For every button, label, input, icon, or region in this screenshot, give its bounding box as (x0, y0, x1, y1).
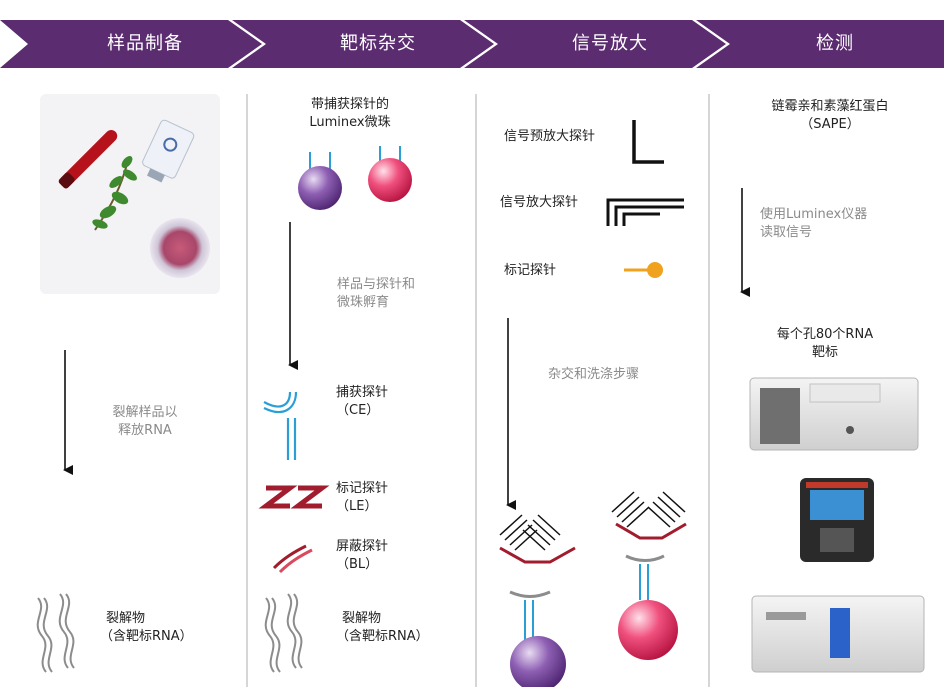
arrow-label-lyse: 裂解样品以释放RNA (112, 405, 178, 438)
cell-culture-dish-icon (150, 218, 210, 278)
sample-collage (40, 94, 220, 294)
step-chevron-1 (0, 20, 262, 68)
luminex-instrument-icon-1 (749, 377, 919, 451)
luminex-instrument-icon-2 (800, 478, 874, 562)
amplifier-probe-icon (606, 198, 684, 226)
blocking-probe-icon (272, 544, 313, 574)
sape-label: 链霉亲和素藻红蛋白（SAPE） (771, 99, 889, 132)
bead-purple-with-capture-probe (298, 152, 342, 210)
luminex-instrument-icon-3 (751, 595, 925, 673)
blocking-probe-label: 屏蔽探针（BL） (336, 539, 389, 572)
step-banner (0, 20, 944, 68)
step-label-2: 靶标杂交 (340, 33, 416, 54)
blood-tube-icon (58, 129, 118, 189)
label-extender-label: 标记探针（LE） (336, 481, 389, 514)
assembled-complex-pink (611, 491, 687, 660)
lysate-label-col2: 裂解物（含靶标RNA） (336, 611, 429, 644)
leaf-sprig-icon (92, 156, 137, 231)
label-probe-label: 标记探针 (504, 263, 557, 278)
arrow-label-read: 使用Luminex仪器读取信号 (760, 207, 868, 240)
capture-probe-icon (263, 391, 298, 460)
lysate-rna-icon-2 (264, 593, 303, 673)
step-chevron-3 (464, 20, 726, 68)
arrow-label-incubate: 样品与探针和微珠孵育 (337, 277, 416, 310)
lysate-rna-icon (36, 593, 75, 673)
amplifier-label: 信号放大探针 (500, 195, 579, 210)
pre-amplifier-label: 信号预放大探针 (504, 129, 596, 144)
step-label-4: 检测 (816, 33, 854, 54)
step-label-1: 样品制备 (107, 33, 183, 54)
label-probe-icon (624, 262, 663, 278)
label-extender-icon (258, 485, 330, 509)
swab-tube-icon (142, 119, 195, 183)
bead-pink-with-capture-probe (368, 146, 412, 202)
assembled-complex-purple (499, 514, 576, 687)
pre-amplifier-probe-icon (632, 120, 664, 164)
capture-probe-label: 捕获探针（CE） (336, 385, 389, 418)
step-chevron-4 (696, 20, 944, 68)
step-chevron-2 (232, 20, 494, 68)
lysate-label-col1: 裂解物（含靶标RNA） (100, 611, 193, 644)
step-label-3: 信号放大 (572, 33, 648, 54)
arrow-label-hybridize: 杂交和洗涤步骤 (548, 367, 640, 382)
